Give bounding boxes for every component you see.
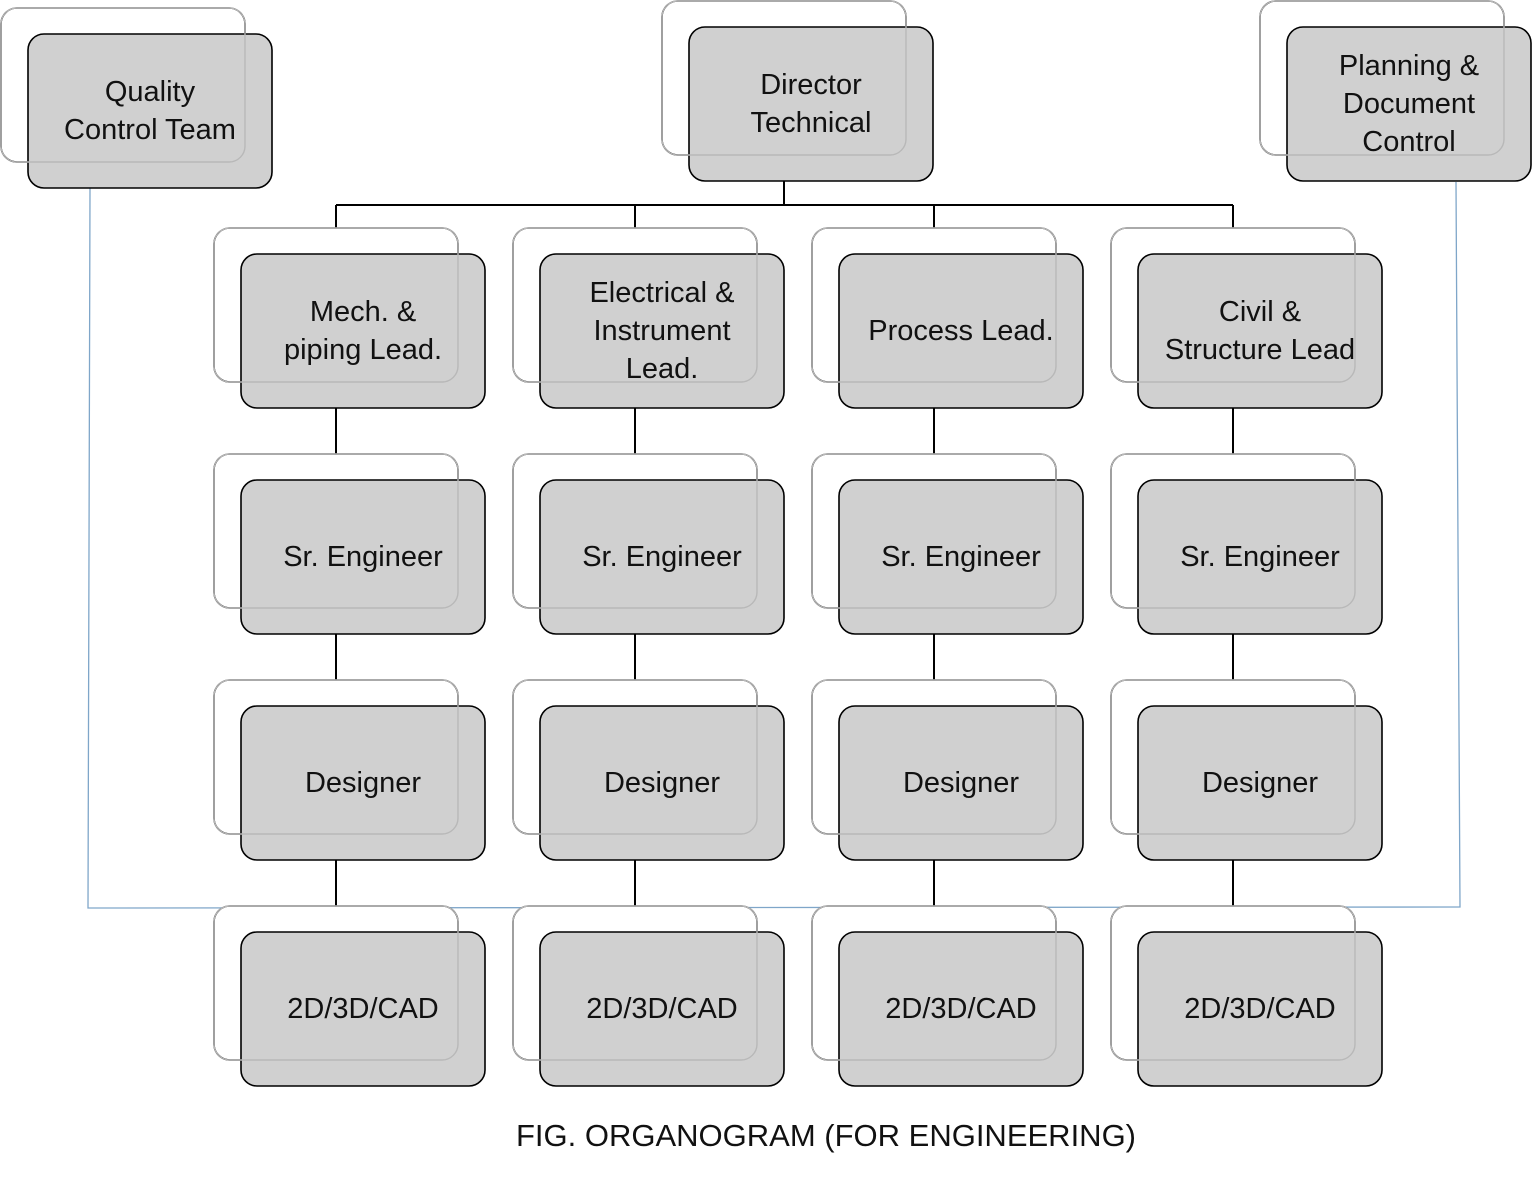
civil-senior-engineer-node-card-outline	[1110, 453, 1356, 609]
elec-senior-engineer-node-card-outline	[512, 453, 758, 609]
process-designer-node-card-outline	[811, 679, 1057, 835]
civil-designer-node-label: Designer	[1202, 767, 1318, 799]
mech-senior-engineer-node: Sr. Engineer	[213, 453, 486, 635]
civil-lead-node: Civil & Structure Lead	[1110, 227, 1383, 409]
director-technical-node-label: Director	[760, 69, 862, 101]
civil-senior-engineer-node: Sr. Engineer	[1110, 453, 1383, 635]
mech-designer-node-front-card	[240, 705, 486, 861]
civil-cad-node-card-outline	[1110, 905, 1356, 1061]
mech-cad-node: 2D/3D/CAD	[213, 905, 486, 1087]
process-lead-node-label: Process Lead.	[868, 315, 1053, 347]
mech-lead-node-card-outline	[213, 227, 459, 383]
mech-cad-node-front-card	[240, 931, 486, 1087]
qc-planning-bracket-line	[87, 181, 1461, 909]
elec-lead-node-front-card	[539, 253, 785, 409]
civil-senior-engineer-node-front-card	[1137, 479, 1383, 635]
civil-lead-node-card-outline	[1110, 227, 1356, 383]
process-senior-engineer-node-card-outline	[811, 453, 1057, 609]
mech-senior-engineer-node-front-card	[240, 479, 486, 635]
process-cad-node-front-card	[838, 931, 1084, 1087]
process-designer-node: Designer	[811, 679, 1084, 861]
elec-lead-node-label: Instrument	[594, 315, 731, 347]
process-cad-node-label: 2D/3D/CAD	[885, 993, 1037, 1025]
elec-designer-node: Designer	[512, 679, 785, 861]
civil-cad-node: 2D/3D/CAD	[1110, 905, 1383, 1087]
mech-lead-node-label: piping Lead.	[284, 334, 442, 366]
quality-control-team-node-label: Control Team	[64, 114, 236, 146]
process-senior-engineer-node-front-card	[838, 479, 1084, 635]
elec-cad-node-front-card	[539, 931, 785, 1087]
process-cad-node: 2D/3D/CAD	[811, 905, 1084, 1087]
director-technical-node-front-card	[688, 26, 934, 182]
quality-control-team-node-front-card	[27, 33, 273, 189]
elec-senior-engineer-node-front-card	[539, 479, 785, 635]
process-designer-node-front-card	[838, 705, 1084, 861]
elec-cad-node-card-outline	[512, 905, 758, 1061]
elec-cad-node: 2D/3D/CAD	[512, 905, 785, 1087]
process-cad-node-card-outline	[811, 905, 1057, 1061]
elec-lead-node-label: Lead.	[626, 353, 699, 385]
process-designer-node-label: Designer	[903, 767, 1019, 799]
civil-cad-node-label: 2D/3D/CAD	[1184, 993, 1336, 1025]
elec-cad-node-label: 2D/3D/CAD	[586, 993, 738, 1025]
elec-senior-engineer-node: Sr. Engineer	[512, 453, 785, 635]
process-lead-node-front-card	[838, 253, 1084, 409]
process-lead-node: Process Lead.	[811, 227, 1084, 409]
elec-senior-engineer-node-label: Sr. Engineer	[582, 541, 742, 573]
civil-lead-node-front-card	[1137, 253, 1383, 409]
process-senior-engineer-node: Sr. Engineer	[811, 453, 1084, 635]
process-lead-node-card-outline	[811, 227, 1057, 383]
planning-document-control-node-label: Control	[1362, 126, 1456, 158]
civil-designer-node-card-outline	[1110, 679, 1356, 835]
mech-lead-node-front-card	[240, 253, 486, 409]
mech-cad-node-card-outline	[213, 905, 459, 1061]
mech-lead-node-label: Mech. &	[310, 296, 416, 328]
mech-lead-node: Mech. & piping Lead.	[213, 227, 486, 409]
mech-cad-node-label: 2D/3D/CAD	[287, 993, 439, 1025]
mech-designer-node-card-outline	[213, 679, 459, 835]
mech-senior-engineer-node-card-outline	[213, 453, 459, 609]
director-technical-node-label: Technical	[751, 107, 872, 139]
elec-lead-node-label: Electrical &	[589, 277, 734, 309]
director-technical-node-card-outline	[661, 0, 907, 156]
elec-designer-node-front-card	[539, 705, 785, 861]
civil-lead-node-label: Civil &	[1219, 296, 1301, 328]
elec-designer-node-label: Designer	[604, 767, 720, 799]
civil-cad-node-front-card	[1137, 931, 1383, 1087]
planning-document-control-node-label: Document	[1343, 88, 1475, 120]
civil-lead-node-label: Structure Lead	[1165, 334, 1355, 366]
planning-document-control-node-front-card	[1286, 26, 1532, 182]
civil-senior-engineer-node-label: Sr. Engineer	[1180, 541, 1340, 573]
planning-document-control-node-label: Planning &	[1339, 50, 1479, 82]
quality-control-team-node-label: Quality	[105, 76, 196, 108]
mech-designer-node: Designer	[213, 679, 486, 861]
planning-document-control-node-card-outline	[1259, 0, 1505, 156]
elec-designer-node-card-outline	[512, 679, 758, 835]
quality-control-team-node-card-outline	[0, 7, 246, 163]
mech-designer-node-label: Designer	[305, 767, 421, 799]
figure-caption: FIG. ORGANOGRAM (FOR ENGINEERING)	[515, 1118, 1136, 1153]
mech-senior-engineer-node-label: Sr. Engineer	[283, 541, 443, 573]
elec-lead-node-card-outline	[512, 227, 758, 383]
civil-designer-node-front-card	[1137, 705, 1383, 861]
civil-designer-node: Designer	[1110, 679, 1383, 861]
process-senior-engineer-node-label: Sr. Engineer	[881, 541, 1041, 573]
